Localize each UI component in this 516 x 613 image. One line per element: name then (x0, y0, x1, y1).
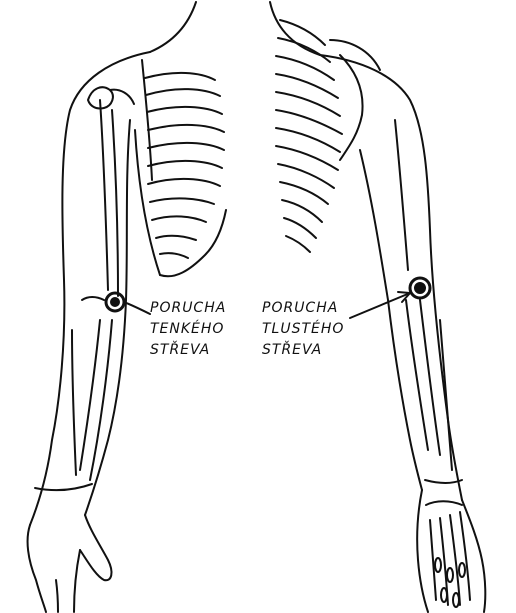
neck (150, 2, 320, 55)
left-arm (28, 52, 150, 612)
large-intestine-label-line-3: STŘEVA (262, 340, 344, 361)
right-arm (320, 55, 485, 612)
large-intestine-label: PORUCHA TLUSTÉHO STŘEVA (262, 298, 344, 361)
small-intestine-label: PORUCHA TENKÉHO STŘEVA (150, 298, 226, 361)
small-intestine-label-line-1: PORUCHA (150, 298, 226, 319)
small-intestine-point-marker (82, 293, 150, 314)
small-intestine-label-line-2: TENKÉHO (150, 319, 226, 340)
small-intestine-label-line-3: STŘEVA (150, 340, 226, 361)
large-intestine-label-line-2: TLUSTÉHO (262, 319, 344, 340)
large-intestine-label-line-1: PORUCHA (262, 298, 344, 319)
